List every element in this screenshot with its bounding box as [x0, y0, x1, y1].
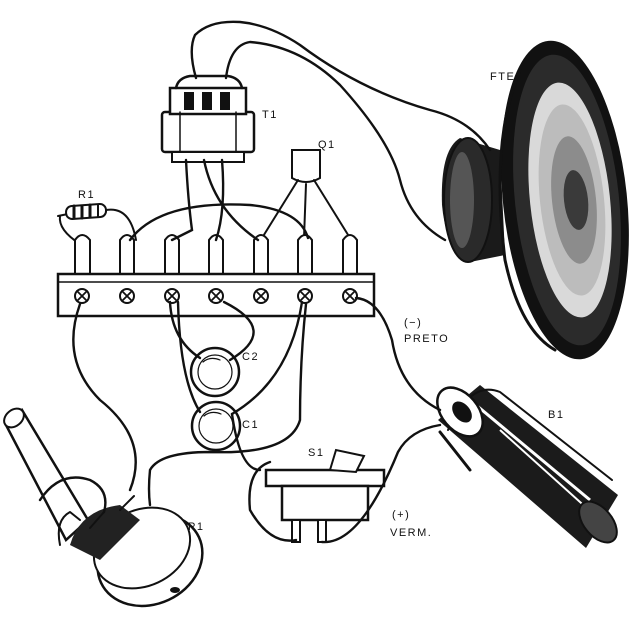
resistor-label: R1: [78, 189, 95, 201]
negative-terminal-label: (−): [404, 317, 422, 329]
capacitor-c2: [189, 346, 241, 398]
positive-terminal-label: (+): [392, 509, 410, 521]
transistor: [261, 149, 351, 239]
capacitor-c2-label: C2: [242, 351, 259, 363]
switch-label: S1: [308, 447, 324, 459]
wires: [38, 20, 492, 544]
potentiometer: [3, 407, 204, 608]
speaker: [441, 40, 629, 360]
capacitor-c1: [190, 400, 242, 452]
battery-label: B1: [548, 409, 564, 421]
speaker-label: FTE: [490, 71, 515, 83]
capacitor-c1-label: C1: [242, 419, 259, 431]
transformer: [160, 74, 256, 163]
labels: T1 Q1 R1 FTE C2 C1 S1 B1 P1 (−) PRETO (+…: [78, 71, 564, 539]
terminal-strip: [56, 234, 376, 318]
transistor-label: Q1: [318, 139, 336, 151]
positive-color-label: VERM.: [390, 527, 432, 539]
transformer-label: T1: [262, 109, 278, 121]
potentiometer-label: P1: [188, 521, 204, 533]
battery: [436, 385, 618, 548]
negative-color-label: PRETO: [404, 333, 449, 345]
switch: [264, 448, 386, 543]
